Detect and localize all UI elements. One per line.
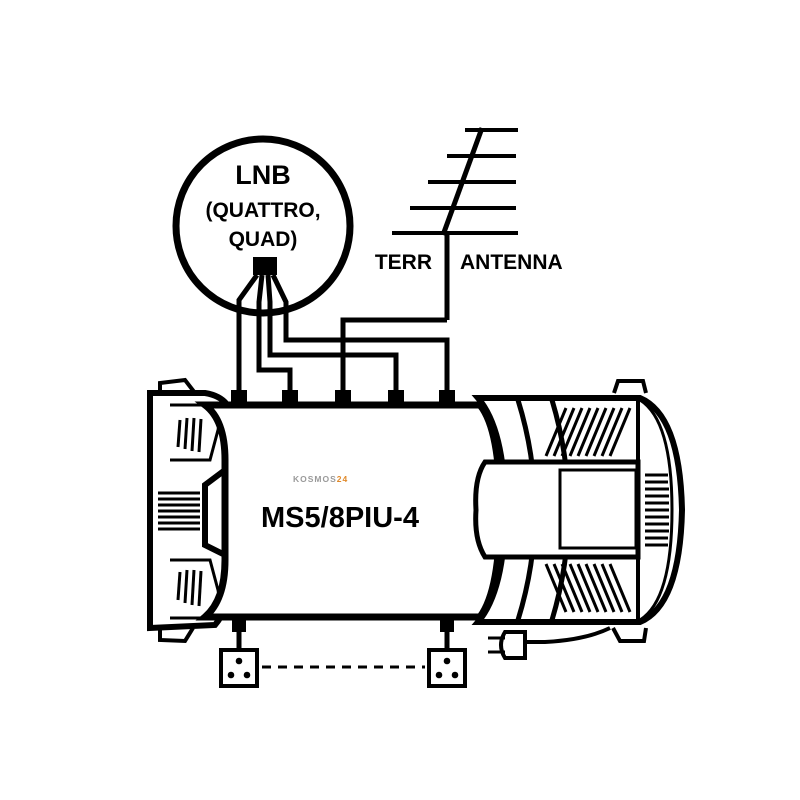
lnb-cable-2 (256, 274, 293, 392)
terrestrial-antenna: TERR ANTENNA (340, 127, 563, 392)
psu-vent-top (544, 407, 632, 457)
output-connector-right[interactable] (440, 616, 454, 632)
plug-body (499, 630, 527, 660)
multiswitch: KOSMOS24 MS5/8PIU-4 (147, 377, 686, 644)
input-connector-3[interactable] (335, 390, 351, 406)
wall-socket-icon-left (219, 648, 259, 688)
psu-vent-bottom (544, 563, 632, 613)
power-plug-icon (488, 626, 611, 660)
lnb-connector (253, 257, 277, 275)
left-top-ear (158, 377, 197, 395)
psu-center-slot (558, 468, 638, 550)
left-vent-top (176, 417, 203, 453)
left-bottom-ear (158, 626, 195, 644)
antenna-cable (340, 317, 447, 392)
lnb-cable-4 (270, 273, 450, 392)
left-vent-middle (158, 491, 200, 531)
antenna-label-antenna: ANTENNA (460, 251, 563, 274)
input-connectors (231, 390, 455, 406)
input-connector-5[interactable] (439, 390, 455, 406)
lnb-circle (172, 135, 354, 317)
psu-center-bar (473, 459, 641, 560)
psu-cap-outline (639, 398, 674, 622)
brand-logo: KOSMOS24 (293, 474, 348, 484)
psu-vent-right (645, 473, 669, 547)
lnb-cable-3 (265, 274, 399, 392)
right-bottom-ear (611, 627, 648, 643)
model-name: MS5/8PIU-4 (261, 502, 419, 534)
lnb: LNB (QUATTRO, QUAD) (172, 135, 450, 392)
power-cable (525, 626, 611, 644)
outputs (219, 616, 467, 688)
antenna-label-terr: TERR (375, 251, 432, 274)
left-vent-bottom (176, 569, 203, 607)
lnb-cable-1 (236, 273, 260, 392)
output-connector-left[interactable] (232, 616, 246, 632)
wall-socket-icon-right (427, 648, 467, 688)
input-connector-2[interactable] (282, 390, 298, 406)
input-connector-1[interactable] (231, 390, 247, 406)
lnb-type-line1: (QUATTRO, (205, 199, 320, 222)
lnb-type-line2: QUAD) (229, 228, 298, 251)
input-connector-4[interactable] (388, 390, 404, 406)
right-top-ear (612, 379, 648, 394)
lnb-title: LNB (235, 160, 291, 190)
